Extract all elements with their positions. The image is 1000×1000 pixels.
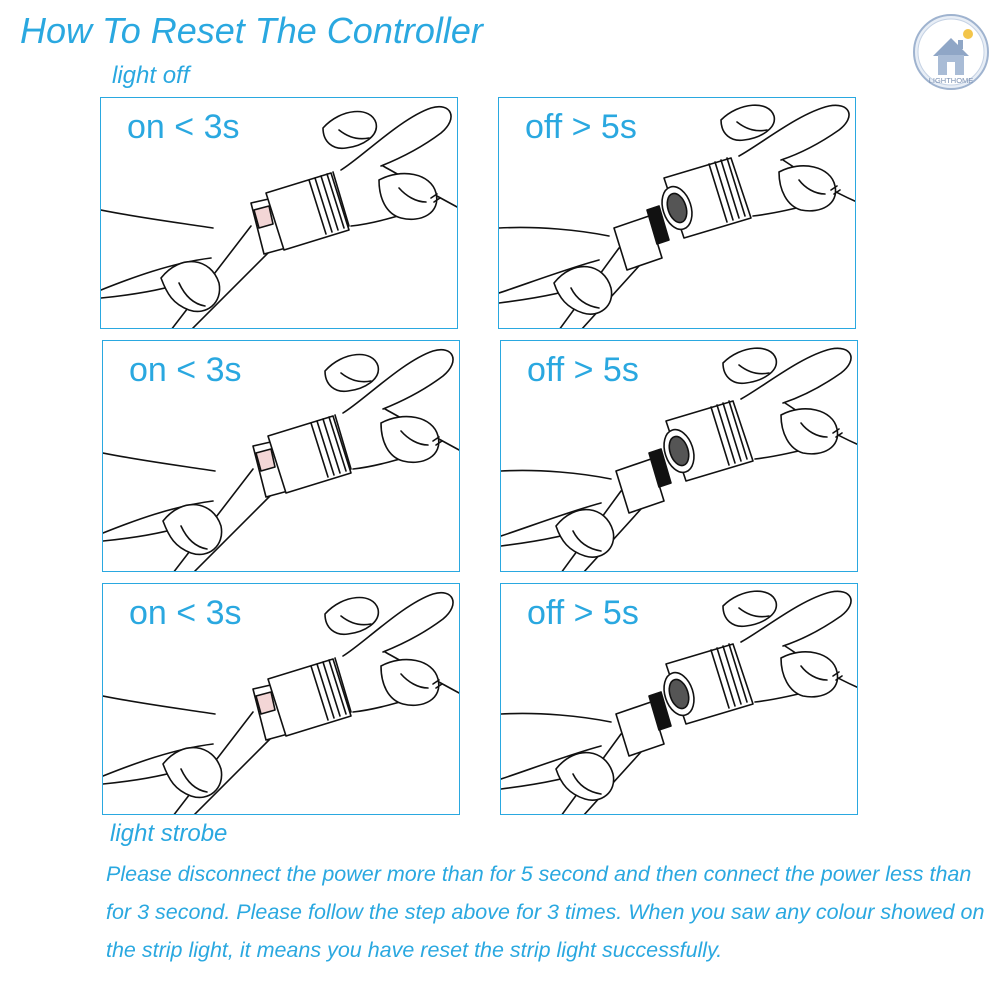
- step-label: off > 5s: [527, 351, 639, 389]
- step-label: on < 3s: [129, 594, 242, 632]
- step-panel-6: off > 5s: [500, 583, 858, 815]
- step-panel-2: off > 5s: [498, 97, 856, 329]
- step-label: off > 5s: [525, 108, 637, 146]
- step-panel-5: on < 3s: [102, 583, 460, 815]
- step-label: on < 3s: [127, 108, 240, 146]
- step-panel-1: on < 3s: [100, 97, 458, 329]
- svg-text:LIGHTHOME: LIGHTHOME: [929, 76, 974, 85]
- house-icon: [933, 38, 969, 75]
- light-strobe-label: light strobe: [110, 820, 228, 847]
- light-off-label: light off: [112, 62, 190, 89]
- step-panel-3: on < 3s: [102, 340, 460, 572]
- step-panel-4: off > 5s: [500, 340, 858, 572]
- instructions-text: Please disconnect the power more than fo…: [106, 862, 985, 962]
- step-label: on < 3s: [129, 351, 242, 389]
- lighthome-logo: LIGHTHOME: [911, 12, 991, 92]
- step-label: off > 5s: [527, 594, 639, 632]
- page-title: How To Reset The Controller: [20, 10, 483, 51]
